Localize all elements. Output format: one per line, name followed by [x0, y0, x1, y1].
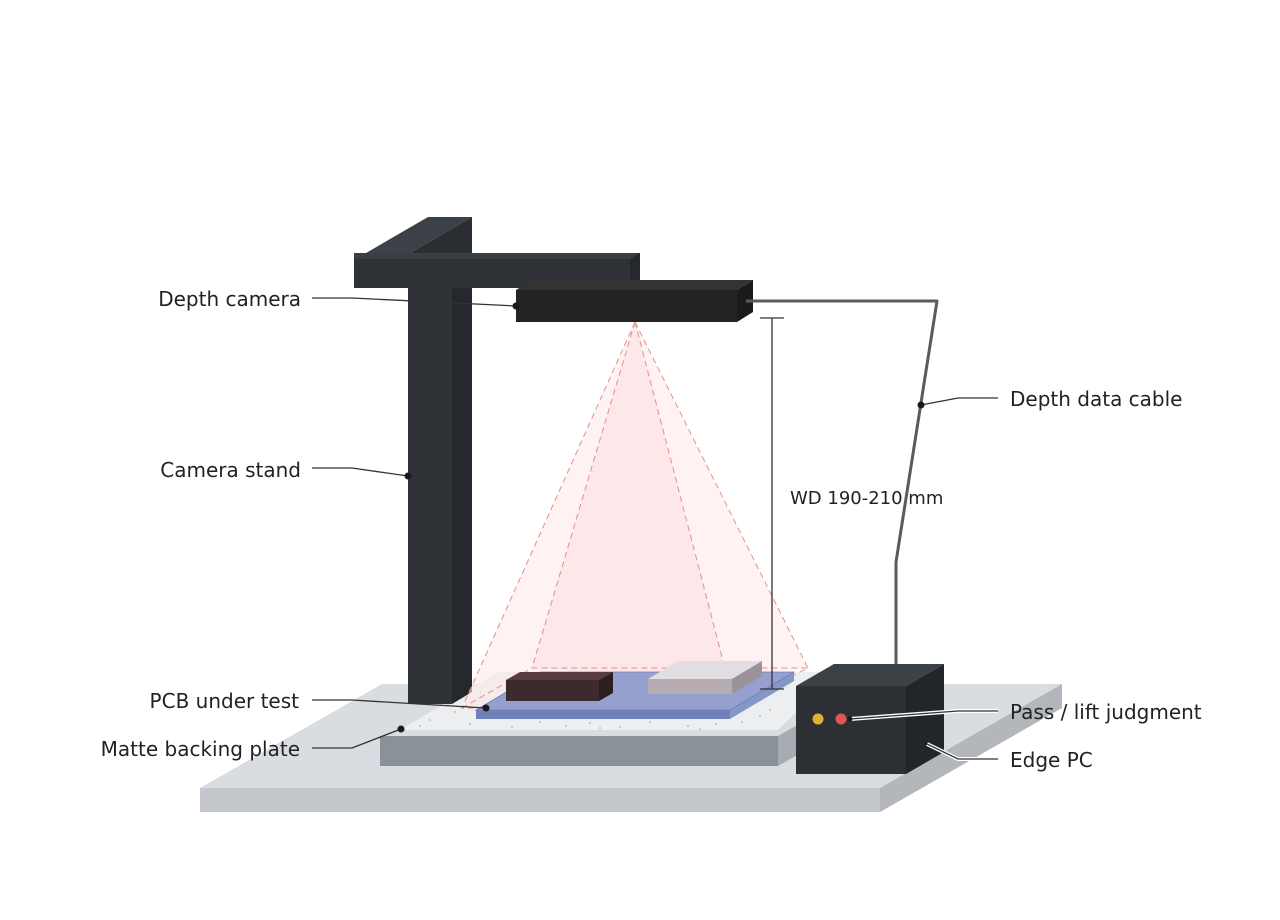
pcb-under-test: [474, 661, 796, 719]
callout-pass-lift-judgment: Pass / lift judgment: [847, 700, 1202, 724]
label-pass-lift-judgment: Pass / lift judgment: [1010, 700, 1202, 724]
callout-matte-backing-plate: Matte backing plate: [101, 725, 405, 761]
field-of-view: [460, 321, 809, 709]
working-distance-label: WD 190-210 mm: [790, 488, 943, 509]
callout-camera-stand: Camera stand: [160, 458, 412, 482]
callout-depth-camera: Depth camera: [158, 287, 520, 311]
edge-pc: [796, 664, 944, 774]
label-edge-pc: Edge PC: [1010, 748, 1093, 772]
callout-pcb-under-test: PCB under test: [150, 689, 490, 713]
pcb-component-light: [648, 661, 762, 694]
label-depth-camera: Depth camera: [158, 287, 301, 311]
label-matte-backing-plate: Matte backing plate: [101, 737, 300, 761]
depth-data-cable: [746, 299, 939, 668]
indicator-yellow-icon: [812, 713, 824, 725]
depth-camera: [516, 280, 753, 322]
label-camera-stand: Camera stand: [160, 458, 301, 482]
label-pcb-under-test: PCB under test: [150, 689, 300, 713]
label-depth-data-cable: Depth data cable: [1010, 387, 1183, 411]
pcb-component-dark: [506, 672, 613, 701]
callout-edge-pc: Edge PC: [926, 742, 1093, 772]
callout-depth-data-cable: Depth data cable: [917, 387, 1183, 411]
indicator-red-icon: [835, 713, 847, 725]
